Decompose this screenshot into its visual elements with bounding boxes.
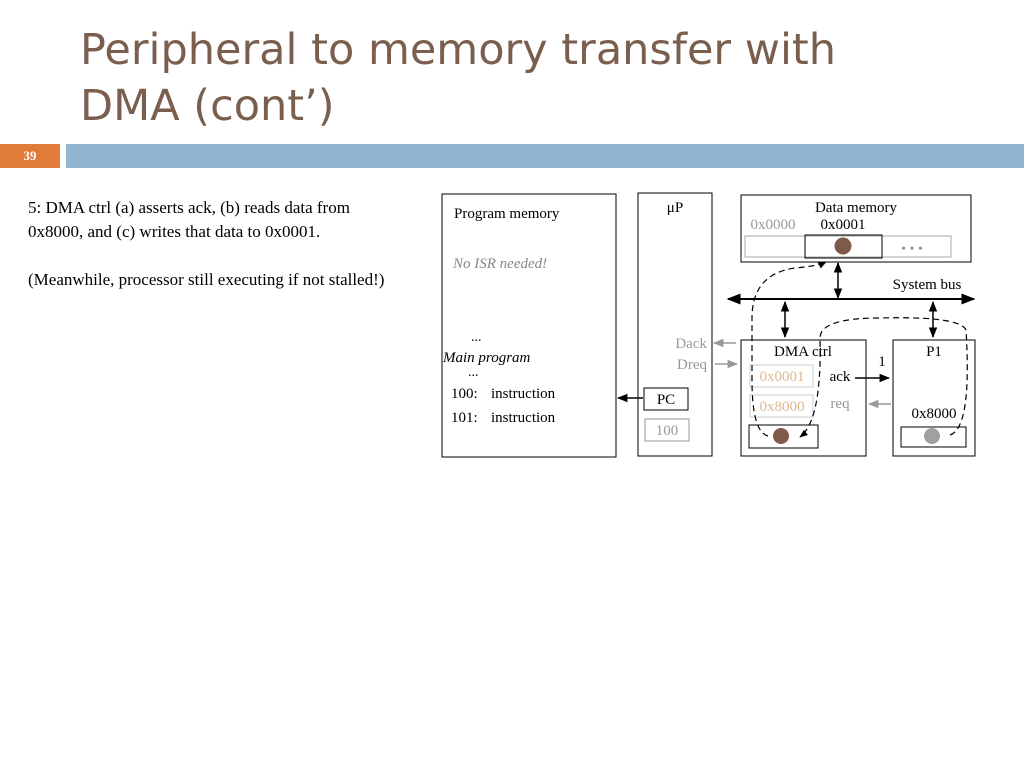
program-memory-block: Program memory No ISR needed! ... Main p… (441, 193, 617, 458)
dreq-label: Dreq (677, 357, 707, 373)
data-memory-block: Data memory 0x0000 0x0001 • • • (740, 194, 972, 263)
address-0x0001: 0x0001 (821, 217, 866, 233)
dma-destination-register (749, 364, 814, 388)
p1-address: 0x8000 (912, 406, 957, 422)
ack-label: ack (830, 369, 851, 385)
step-description: 5: DMA ctrl (a) asserts ack, (b) reads d… (28, 198, 350, 241)
system-bus: System bus (726, 261, 976, 339)
peripheral-p1-block: P1 0x8000 (892, 339, 976, 457)
memory-cell-0x0001 (804, 234, 883, 259)
slide-body: 5: DMA ctrl (a) asserts ack, (b) reads d… (28, 196, 388, 316)
slide-title-line-2: DMA (cont’) (80, 81, 335, 131)
dma-ctrl-label: DMA ctrl (774, 344, 832, 360)
source-data-dot (924, 428, 940, 444)
memory-row (744, 235, 952, 258)
ellipsis-top: ... (471, 330, 482, 345)
dma-destination-address: 0x0001 (760, 369, 805, 385)
memory-ellipsis: • • • (901, 242, 923, 257)
ellipsis-bottom: ... (468, 365, 479, 380)
dma-controller-block: DMA ctrl 0x0001 0x8000 ack req 1 (740, 339, 886, 457)
p1-label: P1 (926, 344, 942, 360)
transferring-data-dot (773, 428, 789, 444)
written-data-dot (834, 237, 852, 255)
system-bus-label: System bus (893, 277, 962, 293)
processor-note: (Meanwhile, processor still executing if… (28, 270, 385, 289)
pc-value: 100 (656, 423, 679, 439)
instruction-address: 101: (451, 410, 478, 426)
ack-value: 1 (878, 354, 886, 370)
processor-block: μP PC 100 Dack Dreq (637, 192, 713, 457)
slide-number: 39 (0, 144, 60, 168)
instruction-text: instruction (491, 386, 556, 402)
header-bar (66, 144, 1024, 168)
read-path-arrow (799, 317, 968, 438)
program-memory-label: Program memory (454, 206, 560, 222)
processor-label: μP (667, 200, 683, 216)
slide-title: Peripheral to memory transfer with DMA (… (80, 22, 980, 134)
data-memory-label: Data memory (815, 200, 898, 216)
slide-title-line-1: Peripheral to memory transfer with (80, 25, 837, 75)
main-program-label: Main program (442, 350, 531, 366)
pc-value-box (644, 418, 690, 442)
req-label: req (830, 396, 850, 412)
instruction-address: 100: (451, 386, 478, 402)
address-0x0000: 0x0000 (751, 217, 796, 233)
pc-label: PC (657, 392, 675, 408)
write-path-arrow (751, 261, 827, 437)
dma-buffer-register (748, 424, 819, 449)
pc-register (643, 387, 689, 411)
dack-label: Dack (675, 336, 707, 352)
p1-data-register (900, 426, 967, 448)
instruction-text: instruction (491, 410, 556, 426)
isr-note: No ISR needed! (452, 256, 547, 272)
dma-source-register (749, 394, 814, 418)
dma-source-address: 0x8000 (760, 399, 805, 415)
